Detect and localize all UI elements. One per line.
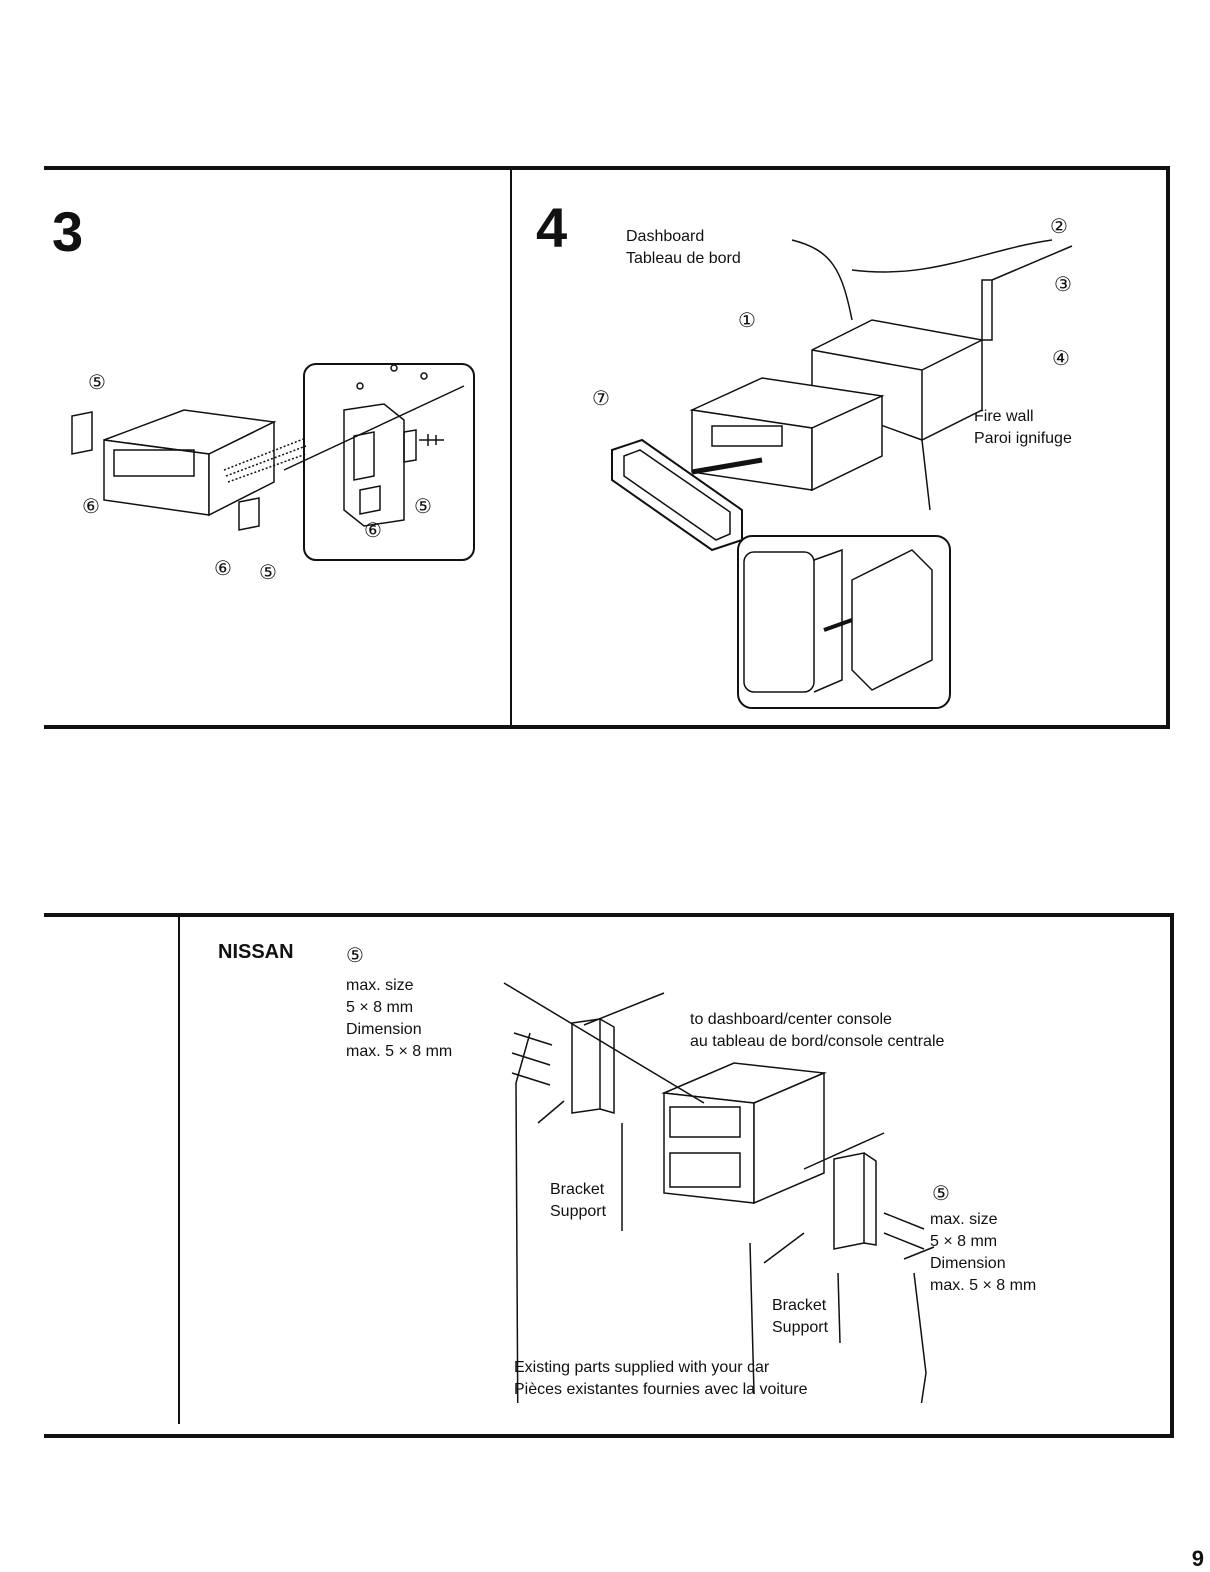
callout-6: ⑥ <box>364 520 382 542</box>
bracket-label-en: Bracket <box>772 1297 827 1314</box>
callout-5: ⑤ <box>259 562 277 584</box>
spec-dimension-value: max. 5 × 8 mm <box>346 1043 453 1060</box>
callout-5: ⑤ <box>88 372 106 394</box>
callout-4: ④ <box>1052 348 1070 370</box>
spec-size-value: 5 × 8 mm <box>930 1233 998 1250</box>
step-4-diagram <box>611 239 1073 709</box>
bracket-label-en: Bracket <box>550 1181 605 1198</box>
to-dashboard-label-fr: au tableau de bord/console centrale <box>690 1033 945 1050</box>
nissan-heading: NISSAN <box>218 941 294 963</box>
nissan-panel: NISSAN ⑤ max. size 5 × 8 mm Dimension ma… <box>44 913 1174 1438</box>
spec-max-size: max. size <box>346 977 414 994</box>
callout-6: ⑥ <box>82 496 100 518</box>
page-number: 9 <box>1191 1546 1204 1571</box>
firewall-label-fr: Paroi ignifuge <box>974 430 1072 447</box>
step-3-diagram <box>71 363 475 561</box>
panel-divider <box>510 170 512 725</box>
bracket-label-fr: Support <box>772 1319 829 1336</box>
callout-3: ③ <box>1054 274 1072 296</box>
callout-6: ⑥ <box>214 558 232 580</box>
spec-dimension: Dimension <box>346 1021 422 1038</box>
existing-parts-label-en: Existing parts supplied with your car <box>514 1359 770 1376</box>
panel-divider <box>178 917 180 1424</box>
dashboard-label-en: Dashboard <box>626 228 705 245</box>
nissan-bracket-diagram <box>503 982 935 1403</box>
to-dashboard-label-en: to dashboard/center console <box>690 1011 892 1028</box>
callout-5: ⑤ <box>414 496 432 518</box>
spec-max-size: max. size <box>930 1211 998 1228</box>
callout-2: ② <box>1050 216 1068 238</box>
callout-5: ⑤ <box>346 945 364 967</box>
callout-5: ⑤ <box>932 1183 950 1205</box>
bracket-label-fr: Support <box>550 1203 607 1220</box>
callout-1: ① <box>738 310 756 332</box>
spec-size-value: 5 × 8 mm <box>346 999 414 1016</box>
step-3-number: 3 <box>52 200 84 263</box>
firewall-label-en: Fire wall <box>974 408 1034 425</box>
callout-7: ⑦ <box>592 388 610 410</box>
dashboard-label-fr: Tableau de bord <box>626 250 741 267</box>
install-steps-panel: 3 ⑤ ⑥ ⑥ ⑤ ⑥ ⑤ <box>44 166 1170 729</box>
existing-parts-label-fr: Pièces existantes fournies avec la voitu… <box>514 1381 808 1398</box>
spec-dimension-value: max. 5 × 8 mm <box>930 1277 1037 1294</box>
spec-dimension: Dimension <box>930 1255 1006 1272</box>
step-4-number: 4 <box>536 196 568 259</box>
